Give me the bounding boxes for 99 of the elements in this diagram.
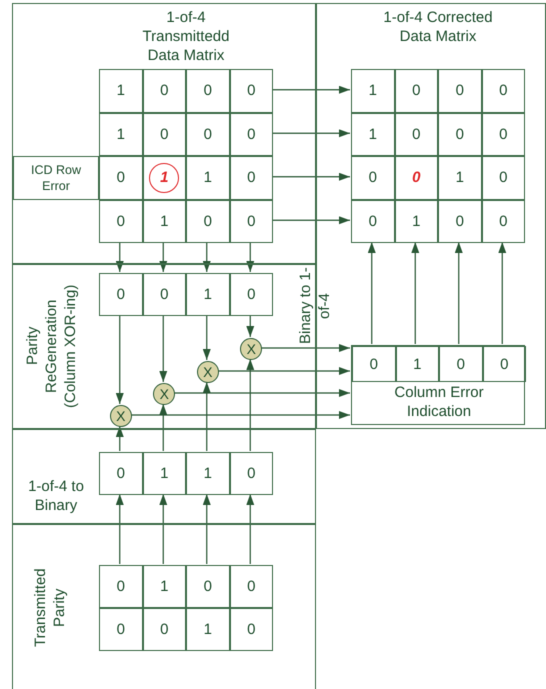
matrix-cell: 0 (142, 608, 186, 651)
arrow (246, 494, 254, 564)
arrow (246, 315, 254, 337)
matrix-cell: 0 (99, 608, 142, 651)
matrix-cell: 0 (352, 346, 396, 382)
matrix-cell: 0 (230, 452, 273, 495)
section-title: Transmitted Parity (31, 568, 69, 650)
matrix-cell: 0 (142, 69, 186, 112)
matrix-cell: 1 (396, 346, 439, 382)
xor-gate: X (153, 383, 176, 405)
matrix-cell: 0 (351, 200, 394, 243)
matrix-cell: 0 (99, 200, 142, 243)
arrow (159, 242, 168, 272)
matrix-cell: 0 (186, 69, 230, 112)
matrix-cell (142, 156, 186, 200)
arrow (218, 367, 350, 375)
arrow (411, 242, 420, 344)
matrix-cell: 0 (142, 273, 186, 316)
matrix-cell: 1 (186, 273, 230, 316)
arrow (368, 242, 376, 344)
matrix-cell: 0 (230, 565, 273, 608)
matrix-cell: 0 (438, 69, 482, 112)
section-panel (12, 524, 316, 689)
arrow (159, 494, 168, 564)
section-title: 1-of-4 Corrected Data Matrix (383, 8, 493, 46)
matrix-cell: 0 (99, 565, 142, 608)
matrix-cell: 0 (394, 112, 438, 156)
matrix-cell: 0 (482, 156, 525, 200)
matrix-cell: 1 (351, 112, 394, 156)
arrow (246, 359, 254, 451)
xor-gate: X (240, 338, 262, 360)
arrow (272, 86, 350, 94)
error-bit: 1 (149, 162, 180, 193)
arrow (130, 411, 350, 419)
section-panel (12, 3, 316, 264)
section-title: 1-of-4 to Binary (27, 477, 85, 515)
box-caption: Column Error Indication (393, 383, 485, 421)
matrix-cell: 1 (351, 69, 394, 112)
arrow (159, 315, 168, 382)
arrow (246, 242, 254, 272)
arrow (272, 129, 350, 138)
arrow (116, 242, 124, 272)
arrow (159, 404, 168, 451)
matrix-cell: 0 (230, 608, 273, 651)
arrow (498, 242, 506, 344)
matrix-cell: 0 (99, 156, 142, 200)
section-title: 1-of-4 Transmittedd Data Matrix (142, 8, 230, 65)
arrow (272, 172, 350, 181)
matrix-cell: 1 (186, 156, 230, 200)
row-label: ICD Row Error (13, 156, 99, 200)
matrix-cell: 0 (230, 200, 273, 243)
matrix-cell: 0 (230, 273, 273, 316)
matrix-cell: 0 (99, 452, 142, 495)
matrix-cell: 1 (394, 200, 438, 243)
matrix-cell: 0 (230, 69, 273, 112)
arrow (261, 344, 350, 352)
matrix-cell: 0 (482, 69, 525, 112)
arrow (202, 315, 211, 360)
section-title: Parity ReGeneration (Column XOR-ing) (23, 283, 80, 410)
matrix-cell: 0 (482, 112, 525, 156)
matrix-cell: 0 (186, 565, 230, 608)
section-panel (12, 264, 316, 429)
matrix-cell: 0 (394, 156, 438, 200)
matrix-cell: 1 (99, 69, 142, 112)
matrix-cell: 0 (351, 156, 394, 200)
section-panel (12, 429, 316, 524)
matrix-cell: 0 (99, 273, 142, 316)
section-panel (316, 3, 546, 429)
arrow (174, 389, 350, 397)
arrow (202, 494, 211, 564)
arrow (202, 382, 211, 451)
matrix-cell: 0 (482, 346, 526, 382)
matrix-cell: 0 (438, 200, 482, 243)
arrow (202, 242, 211, 272)
matrix-cell: 1 (99, 112, 142, 156)
arrow (116, 494, 124, 564)
matrix-cell: 1 (438, 156, 482, 200)
matrix-cell: 0 (142, 112, 186, 156)
matrix-cell: 0 (439, 346, 482, 382)
matrix-cell: 0 (230, 112, 273, 156)
matrix-cell: 1 (142, 565, 186, 608)
side-label: Binary to 1-of-4 (296, 266, 334, 346)
matrix-cell: 0 (186, 112, 230, 156)
matrix-cell: 1 (142, 452, 186, 495)
matrix-cell: 0 (186, 200, 230, 243)
matrix-cell: 1 (186, 608, 230, 651)
arrow (116, 426, 124, 451)
matrix-cell: 0 (394, 69, 438, 112)
matrix-cell: 0 (230, 156, 273, 200)
arrow (116, 315, 124, 404)
matrix-cell: 0 (482, 200, 525, 243)
indicator-box (351, 345, 525, 425)
matrix-cell: 1 (186, 452, 230, 495)
arrow (454, 242, 463, 344)
xor-gate: X (110, 405, 132, 427)
xor-gate: X (196, 361, 219, 383)
matrix-cell: 0 (438, 112, 482, 156)
matrix-cell: 1 (142, 200, 186, 243)
arrow (272, 216, 350, 224)
